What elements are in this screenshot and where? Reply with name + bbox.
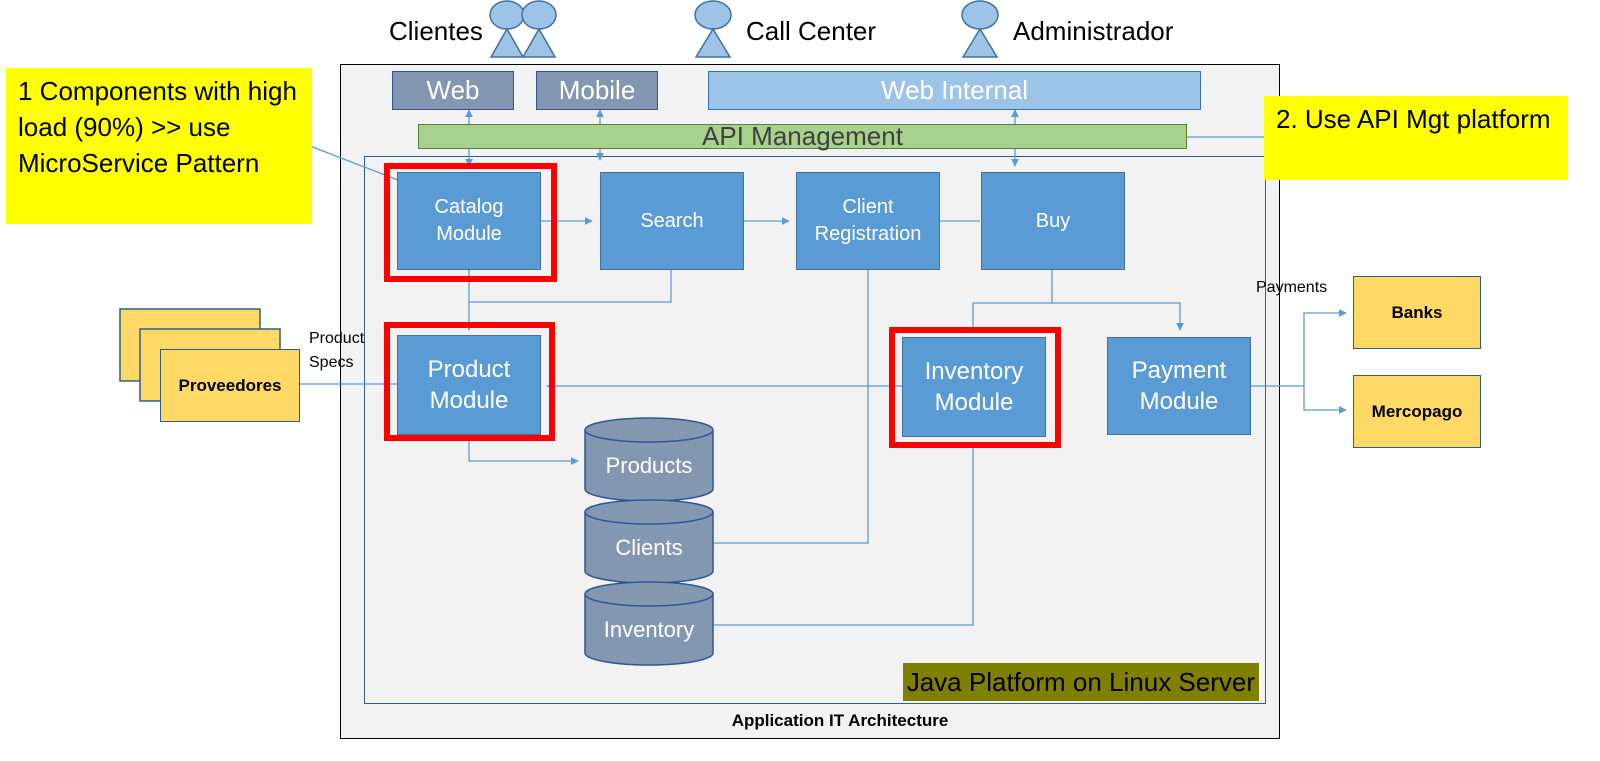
clients-db-icon xyxy=(584,499,714,584)
proveedores-box: Proveedores xyxy=(160,349,300,422)
clientes-actor-icon xyxy=(489,0,557,58)
product-module: Product Module xyxy=(397,335,541,435)
payment-module-label: Payment Module xyxy=(1131,356,1227,415)
search-module: Search xyxy=(600,172,744,270)
channel-mobile: Mobile xyxy=(536,71,658,110)
actor-administrador-label: Administrador xyxy=(1013,16,1174,46)
client-registration-module: Client Registration xyxy=(796,172,940,270)
product-specs-text: Product Specs xyxy=(309,330,365,371)
microservice-note: 1 Components with high load (90%) >> use… xyxy=(6,68,312,224)
product-module-highlight xyxy=(384,322,555,441)
administrador-actor-icon xyxy=(961,0,999,58)
catalog-module-highlight xyxy=(384,163,557,282)
catalog-module-label: Catalog Module xyxy=(434,196,504,245)
inventory-module: Inventory Module xyxy=(902,337,1046,437)
inventory-db-icon xyxy=(584,581,714,666)
mercopago-box: Mercopago xyxy=(1353,375,1481,448)
search-module-label: Search xyxy=(640,209,704,232)
actor-call-center-label: Call Center xyxy=(746,16,877,46)
buy-module: Buy xyxy=(981,172,1125,270)
channel-web-internal: Web Internal xyxy=(708,71,1201,110)
catalog-module: Catalog Module xyxy=(397,172,541,270)
client-registration-module-label: Client Registration xyxy=(814,196,922,245)
api-mgt-note: 2. Use API Mgt platform xyxy=(1264,96,1568,180)
call-center-actor-icon xyxy=(694,0,732,58)
platform-frame xyxy=(364,156,1266,704)
products-db-icon xyxy=(584,417,714,502)
channel-web: Web xyxy=(392,71,514,110)
microservice-note-text: 1 Components with high load (90%) >> use… xyxy=(18,76,297,178)
api-mgt-note-text: 2. Use API Mgt platform xyxy=(1276,104,1551,134)
products-db-label: Products xyxy=(605,453,693,478)
api-management-bar: API Management xyxy=(418,121,1187,151)
product-specs-label: Product Specs xyxy=(309,327,379,375)
payments-label: Payments xyxy=(1256,279,1328,296)
inventory-db-label: Inventory xyxy=(603,617,695,642)
inventory-module-label: Inventory Module xyxy=(924,357,1024,416)
inventory-module-highlight xyxy=(889,327,1061,448)
clients-db-label: Clients xyxy=(615,535,683,560)
payment-module: Payment Module xyxy=(1107,337,1251,435)
platform-label: Java Platform on Linux Server xyxy=(903,663,1259,701)
banks-box: Banks xyxy=(1353,276,1481,349)
buy-module-label: Buy xyxy=(1035,209,1071,232)
actor-clientes-label: Clientes xyxy=(389,16,483,46)
product-module-label: Product Module xyxy=(427,355,511,414)
diagram-caption: Application IT Architecture xyxy=(731,711,949,730)
